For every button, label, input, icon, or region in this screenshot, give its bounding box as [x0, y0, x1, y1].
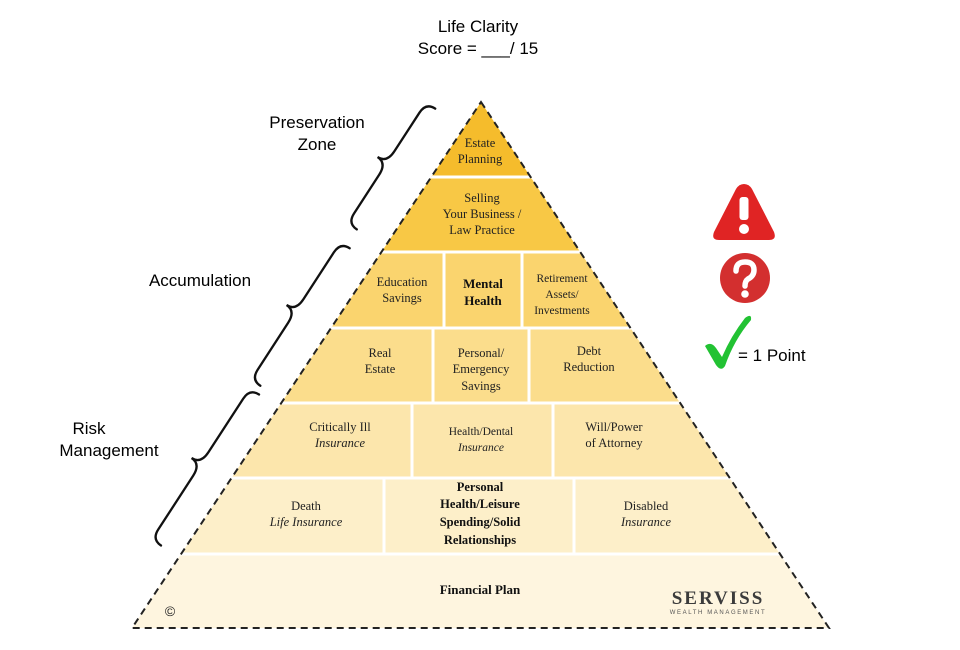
block-label: Investments: [534, 305, 590, 317]
checkmark-icon: [705, 315, 752, 369]
tier-insurance-bg: [132, 403, 829, 478]
block-retirement-assets[interactable]: Retirement Assets/ Investments: [534, 273, 590, 317]
zone-label-accumulation: Accumulation: [149, 271, 251, 290]
brand-tagline: WEALTH MANAGEMENT: [670, 610, 766, 616]
block-real-estate[interactable]: Real Estate: [365, 346, 396, 376]
block-label: Assets/: [545, 289, 579, 301]
block-will-power-attorney[interactable]: Will/Power of Attorney: [585, 420, 643, 450]
brace-accumulation: [253, 244, 351, 387]
zone-label-risk-management: Management: [59, 441, 159, 460]
block-death-insurance[interactable]: Death Life Insurance: [269, 499, 343, 529]
block-mental-health[interactable]: Mental Health: [463, 276, 503, 308]
block-label: Savings: [382, 291, 422, 305]
block-label: Personal/: [458, 346, 505, 360]
legend-point-label: = 1 Point: [738, 346, 806, 365]
block-label: Death: [291, 499, 322, 513]
exclamation-triangle-icon: [713, 184, 775, 240]
block-label: Insurance: [314, 436, 365, 450]
block-label: Debt: [577, 344, 602, 358]
brand-name: SERVISS: [672, 588, 765, 609]
block-label: Planning: [458, 152, 503, 166]
block-label: Estate: [465, 136, 496, 150]
block-label: Spending/Solid: [440, 515, 521, 529]
block-critically-ill[interactable]: Critically Ill Insurance: [309, 420, 371, 450]
tier-base-bg: [132, 554, 829, 628]
block-selling-business[interactable]: Selling Your Business / Law Practice: [443, 191, 522, 237]
block-label: Life Insurance: [269, 515, 343, 529]
serviss-logo: SERVISS WEALTH MANAGEMENT: [670, 588, 766, 616]
block-label: Your Business /: [443, 207, 522, 221]
block-label: Selling: [464, 191, 500, 205]
block-label: Relationships: [444, 533, 516, 547]
copyright-symbol: ©: [165, 603, 176, 619]
block-label: Retirement: [536, 273, 588, 285]
block-label: Law Practice: [449, 223, 515, 237]
block-label: Health/Dental: [449, 426, 514, 438]
block-label: Reduction: [563, 360, 615, 374]
block-label: Critically Ill: [309, 420, 371, 434]
block-label: Emergency: [453, 362, 510, 376]
block-label: Insurance: [457, 442, 504, 454]
block-disabled-insurance[interactable]: Disabled Insurance: [620, 499, 671, 529]
block-label: of Attorney: [585, 436, 643, 450]
block-label: Estate: [365, 362, 396, 376]
block-label: Health/Leisure: [440, 497, 520, 511]
zone-label-preservation: Zone: [298, 135, 337, 154]
block-label: Disabled: [624, 499, 669, 513]
block-label: Health: [464, 293, 502, 308]
tier-protection-bg: [132, 478, 829, 554]
score-label: Score = ___/ 15: [418, 39, 539, 58]
block-personal-health-leisure[interactable]: Personal Health/Leisure Spending/Solid R…: [440, 480, 521, 547]
diagram-title: Life Clarity: [438, 17, 519, 36]
block-label: Real: [369, 346, 392, 360]
block-estate-planning[interactable]: Estate Planning: [458, 136, 503, 166]
block-label: Will/Power: [585, 420, 643, 434]
block-health-dental[interactable]: Health/Dental Insurance: [449, 426, 514, 454]
block-label: Savings: [461, 379, 501, 393]
block-label: Education: [377, 275, 428, 289]
zone-label-preservation: Preservation: [269, 113, 364, 132]
block-financial-plan[interactable]: Financial Plan: [440, 582, 521, 597]
block-emergency-savings[interactable]: Personal/ Emergency Savings: [453, 346, 510, 393]
block-label: Personal: [457, 480, 504, 494]
block-label: Insurance: [620, 515, 671, 529]
question-circle-icon: [720, 253, 770, 303]
block-debt-reduction[interactable]: Debt Reduction: [563, 344, 615, 374]
block-education-savings[interactable]: Education Savings: [377, 275, 428, 305]
block-label: Mental: [463, 276, 503, 291]
pyramid-outline: [130, 100, 831, 629]
brace-preservation: [350, 105, 437, 231]
zone-label-risk-management: Risk: [72, 419, 106, 438]
